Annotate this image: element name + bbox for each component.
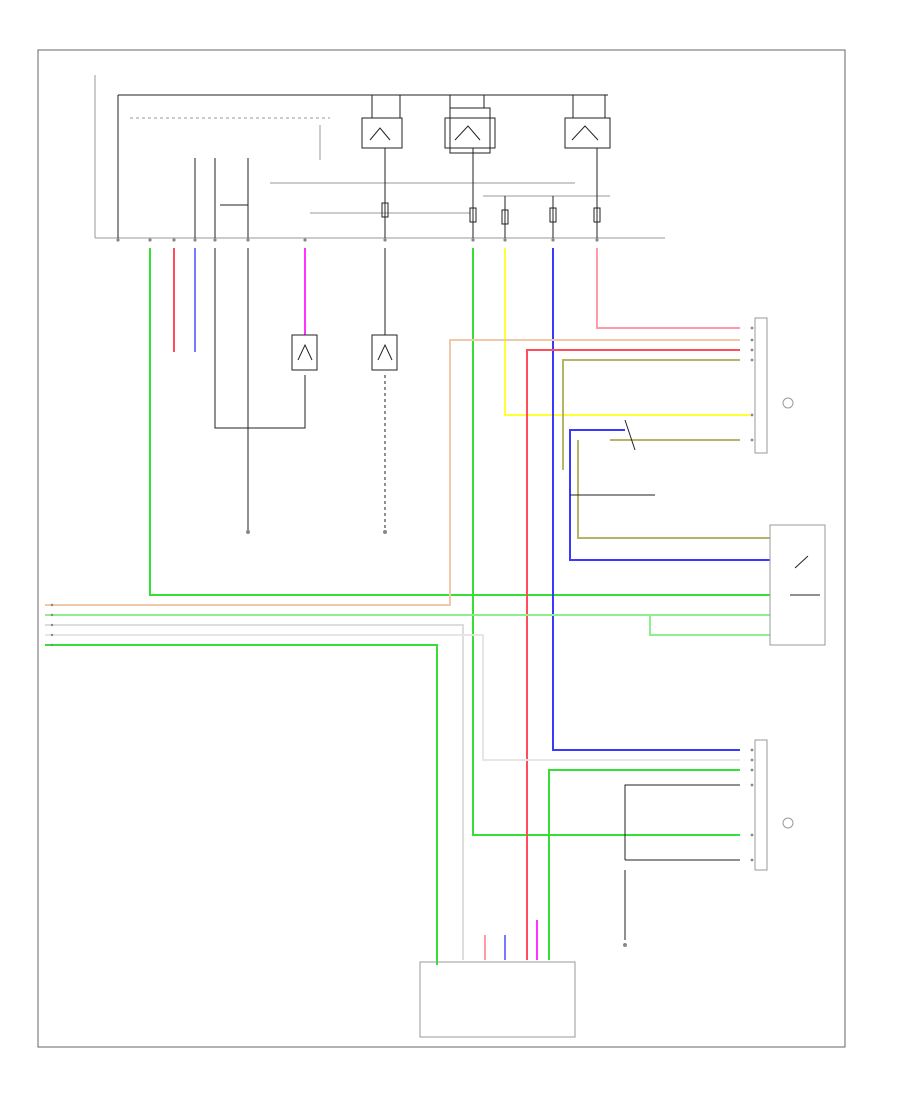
wire-gray-2 [45, 634, 740, 761]
wire-green-2 [472, 248, 740, 836]
fuse-icon [501, 196, 509, 238]
wire-olive-2 [577, 440, 770, 539]
relay-icon [361, 95, 403, 149]
switch-icon [769, 524, 826, 646]
relay-icon [291, 334, 318, 371]
fuse-icon [593, 148, 601, 238]
fuse-relay-box [94, 75, 665, 239]
wire-blue-2 [552, 248, 740, 751]
wire-olive-1 [562, 359, 740, 470]
relay-icon [564, 95, 611, 149]
bus-drops [194, 158, 249, 238]
fuse-icon [381, 148, 389, 238]
ground-icon [246, 530, 627, 947]
motor-icon [750, 739, 794, 871]
motor-icon [750, 317, 794, 454]
diagram-frame [37, 49, 846, 1048]
connector-icon [116, 238, 599, 242]
relay-icon [444, 95, 496, 154]
wire-light-green-2 [649, 615, 770, 636]
wire-red-2 [526, 349, 740, 960]
relay-icon [371, 334, 398, 371]
control-module [419, 961, 576, 1038]
wire-green-4 [548, 769, 740, 960]
wire-gray-1 [45, 624, 464, 960]
connector-icon [50, 603, 54, 647]
wire-tan-1 [45, 339, 740, 606]
fuse-icon [549, 196, 557, 238]
ground-wires [214, 248, 740, 861]
wire-yellow-1 [504, 248, 750, 416]
fuse-icon [469, 148, 477, 238]
wire-green-1 [149, 248, 770, 596]
wire-green-3 [45, 644, 438, 965]
wire-pink-1 [596, 248, 740, 329]
